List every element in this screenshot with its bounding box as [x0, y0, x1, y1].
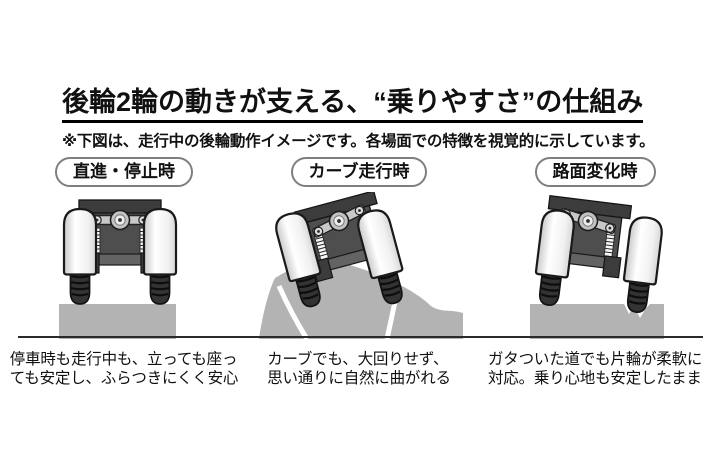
caption-straight-stop: 停車時も走行中も、立っても座っ ても安定し、ふらつきにくく安心 [9, 351, 239, 389]
caption-line: 対応。乗り心地も安定したまま [488, 370, 702, 388]
panel-curve: カーブ走行時 カーブでも、大回りせず、 思い通りに自然に曲がれる [248, 157, 470, 397]
page-title: 後輪2輪の動きが支える、“乗りやすさ”の仕組み [62, 87, 644, 124]
rear-wheels-straight-illustration [59, 192, 178, 340]
baseline-divider [18, 336, 703, 338]
rear-wheels-bump-illustration [530, 192, 665, 340]
caption-curve: カーブでも、大回りせず、 思い通りに自然に曲がれる [267, 351, 451, 389]
caption-line: ても安定し、ふらつきにくく安心 [9, 370, 239, 388]
page-subtitle-note: ※下図は、走行中の後輪動作イメージです。各場面での特徴を視覚的に示しています。 [62, 133, 655, 150]
caption-line: ガタついた道でも片輪が柔軟に [488, 351, 703, 369]
scene-label-curve: カーブ走行時 [290, 157, 428, 188]
panel-road-change: 路面変化時 ガタついた道でも片輪が柔軟に 対応。乗り心地も安定したまま [488, 157, 702, 397]
scene-label-straight-stop: 直進・停止時 [55, 157, 193, 188]
panel-straight-stop: 直進・停止時 停車時も走行中も、立っても座っ ても安定し、ふらつきにくく安心 [8, 157, 240, 397]
broken-ground [530, 304, 664, 340]
rear-wheels-curve-illustration [259, 192, 463, 341]
scene-label-road-change: 路面変化時 [534, 157, 656, 188]
flat-ground [59, 304, 176, 340]
caption-line: 停車時も走行中も、立っても座っ [9, 351, 238, 369]
caption-road-change: ガタついた道でも片輪が柔軟に 対応。乗り心地も安定したまま [488, 351, 702, 389]
road-edge-line [276, 285, 310, 341]
caption-line: カーブでも、大回りせず、 [267, 351, 449, 369]
caption-line: 思い通りに自然に曲がれる [267, 370, 451, 388]
